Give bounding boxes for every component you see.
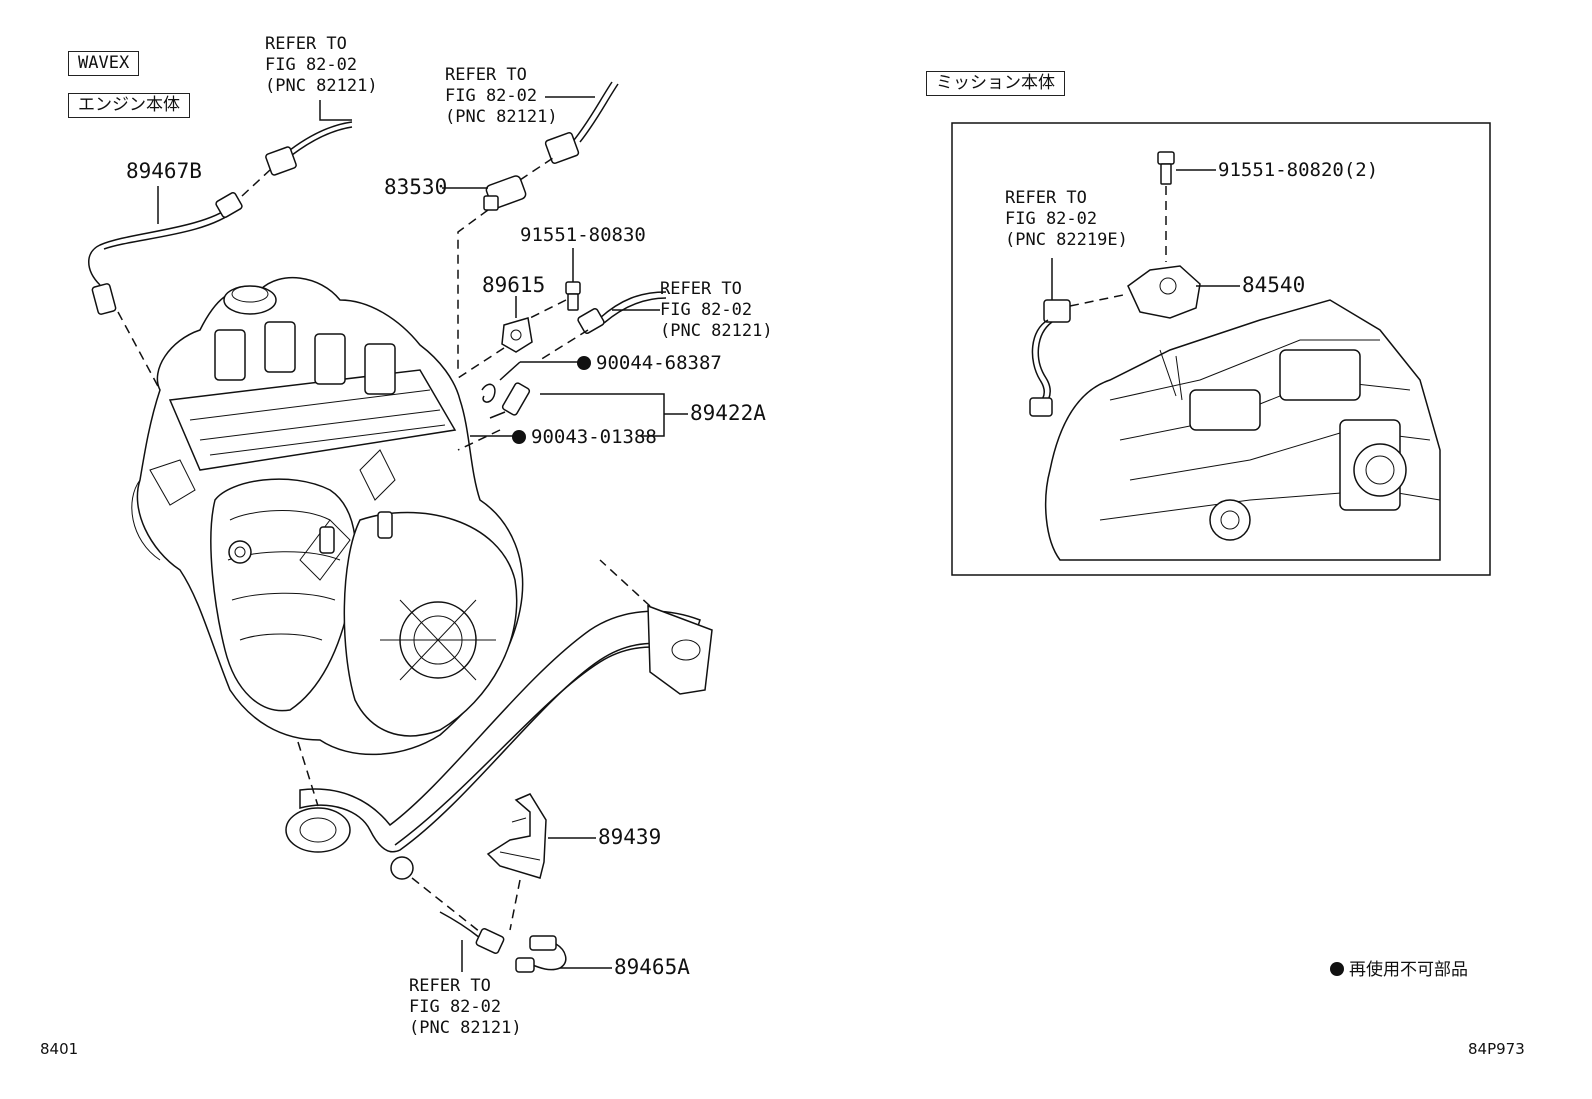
transmission-inset <box>951 122 1491 576</box>
footer-left-code: 8401 <box>40 1040 79 1058</box>
engine-body-label: エンジン本体 <box>68 93 190 118</box>
leader-lines <box>117 96 688 972</box>
bracket-89439-art <box>486 793 547 879</box>
part-89615[interactable]: 89615 <box>482 273 546 297</box>
part-89467b[interactable]: 89467B <box>126 159 202 183</box>
footer-right-code: 84P973 <box>1468 1040 1525 1058</box>
part-89422a[interactable]: 89422A <box>690 401 766 425</box>
mission-body-label: ミッション本体 <box>926 71 1065 96</box>
non-reusable-dot-icon <box>1330 962 1344 976</box>
wavex-label: WAVEX <box>68 51 140 76</box>
sensor-89422a-art <box>481 382 531 419</box>
part-89465a[interactable]: 89465A <box>614 955 690 979</box>
bolt-and-sensor-art <box>501 281 581 353</box>
connector-right-art <box>577 291 667 334</box>
exhaust-front-pipe <box>285 604 713 880</box>
connector-top-left-art <box>265 121 353 176</box>
part-91551-80820[interactable]: 91551-80820(2) <box>1218 159 1379 181</box>
part-84540[interactable]: 84540 <box>1242 273 1306 297</box>
oil-pressure-switch-art <box>483 175 527 211</box>
part-90044-68387[interactable]: 90044-68387 <box>577 353 722 374</box>
legend-non-reusable: 再使用不可部品 <box>1330 960 1468 981</box>
non-reusable-dot-icon <box>512 430 526 444</box>
oxygen-sensor-89467b-art <box>88 192 243 315</box>
non-reusable-dot-icon <box>577 356 591 370</box>
engine-assembly <box>131 277 524 756</box>
part-90043-01388[interactable]: 90043-01388 <box>512 427 657 448</box>
part-89439[interactable]: 89439 <box>598 825 662 849</box>
part-91551-80830[interactable]: 91551-80830 <box>520 224 646 246</box>
connector-top-center-art <box>544 81 619 164</box>
oxygen-sensor-89465a-art <box>439 911 567 973</box>
part-83530[interactable]: 83530 <box>384 175 448 199</box>
